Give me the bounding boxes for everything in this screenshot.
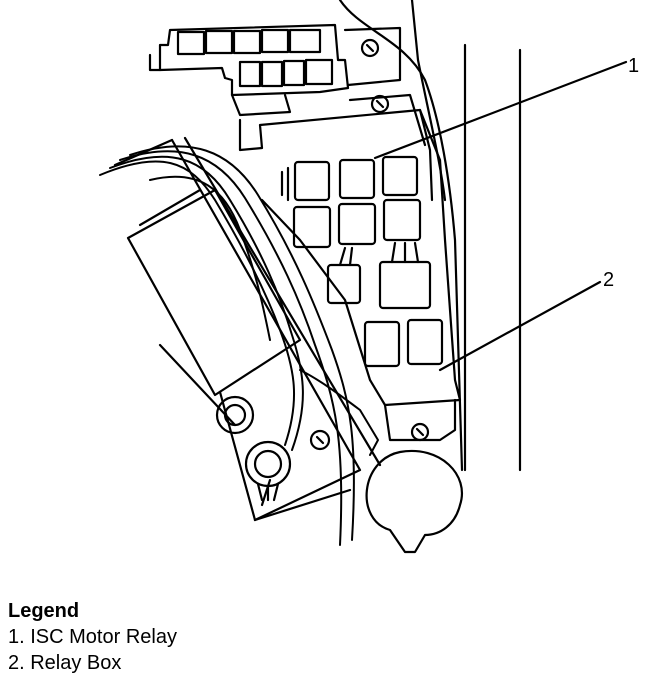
wire-harness <box>99 145 379 546</box>
callout-1: 1 <box>373 55 639 160</box>
top-fuse-block <box>148 23 402 117</box>
callout-2-leader <box>438 280 602 372</box>
relay-10 <box>406 318 444 366</box>
relay-4 <box>292 205 332 249</box>
relay-1 <box>293 160 331 202</box>
legend-title: Legend <box>8 600 80 622</box>
relay-box-body <box>238 93 462 442</box>
relay-3 <box>381 155 419 197</box>
callout-1-leader <box>373 60 628 160</box>
callout-2: 2 <box>438 269 614 372</box>
legend-item-isc-motor-relay: 1. ISC Motor Relay <box>8 626 177 648</box>
relay-5 <box>337 202 377 246</box>
relay-8 <box>378 260 432 310</box>
harness-grommet <box>244 440 292 502</box>
relay-9 <box>363 320 401 368</box>
round-connector <box>365 449 463 554</box>
relay-7 <box>326 263 362 305</box>
callout-2-number: 2 <box>603 269 614 291</box>
relay-2 <box>338 158 376 200</box>
motor-housing <box>126 188 302 522</box>
legend-item-relay-box: 2. Relay Box <box>8 652 122 674</box>
body-panel-lines <box>338 0 522 472</box>
relay-grid <box>280 155 444 368</box>
relay-box-diagram: 1 2 <box>99 0 639 554</box>
relay-6 <box>382 198 422 242</box>
legend: Legend 1. ISC Motor Relay 2. Relay Box <box>8 598 177 676</box>
callout-1-number: 1 <box>628 55 639 77</box>
